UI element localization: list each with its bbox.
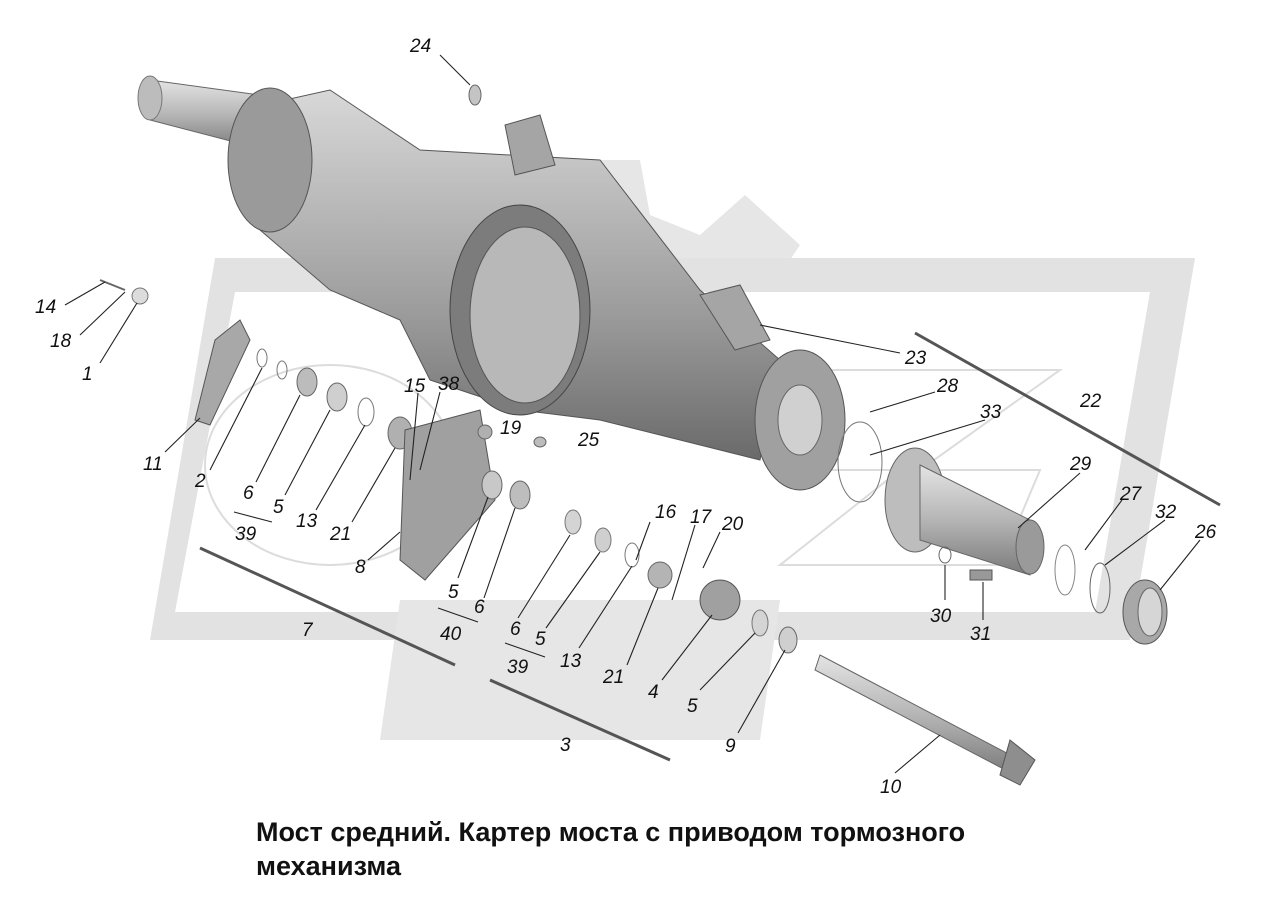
callout-13: 13 <box>560 651 582 672</box>
callout-5: 5 <box>273 497 284 518</box>
callout-30: 30 <box>930 606 952 627</box>
callout-21: 21 <box>329 524 351 545</box>
callout-5: 5 <box>448 582 459 603</box>
callout-31: 31 <box>970 624 991 645</box>
callout-4: 4 <box>648 682 659 703</box>
leader-lines <box>64 54 1201 774</box>
callout-22: 22 <box>1079 391 1102 412</box>
axle-housing <box>137 75 846 491</box>
callout-10: 10 <box>880 777 902 798</box>
callout-28: 28 <box>936 376 959 397</box>
callout-11: 11 <box>143 454 163 475</box>
callout-2: 2 <box>194 471 206 492</box>
callout-9: 9 <box>725 736 736 757</box>
callout-6: 6 <box>243 483 254 504</box>
callout-labels: 24 14 18 1 11 2 6 5 13 39 21 15 38 19 25… <box>35 36 1217 798</box>
callout-23: 23 <box>904 348 927 369</box>
callout-40: 40 <box>440 624 462 645</box>
callout-29: 29 <box>1069 454 1092 475</box>
callout-5: 5 <box>687 696 698 717</box>
callout-3: 3 <box>560 735 571 756</box>
callout-20: 20 <box>721 514 744 535</box>
diagram-caption: Мост средний. Картер моста с приводом то… <box>256 817 966 881</box>
callout-1: 1 <box>82 364 93 385</box>
callout-39: 39 <box>507 657 529 678</box>
callout-6: 6 <box>474 597 485 618</box>
callout-5: 5 <box>535 629 546 650</box>
callout-17: 17 <box>690 507 713 528</box>
callout-7: 7 <box>302 620 314 641</box>
callout-24: 24 <box>409 36 431 57</box>
callout-19: 19 <box>500 418 522 439</box>
callout-33: 33 <box>980 402 1002 423</box>
callout-27: 27 <box>1119 484 1143 505</box>
callout-18: 18 <box>50 331 72 352</box>
brake-camshaft <box>814 654 1036 786</box>
callout-6: 6 <box>510 619 521 640</box>
callout-26: 26 <box>1194 522 1217 543</box>
callout-32: 32 <box>1155 502 1177 523</box>
callout-15: 15 <box>404 376 426 397</box>
callout-16: 16 <box>655 502 677 523</box>
callout-38: 38 <box>438 374 460 395</box>
callout-39: 39 <box>235 524 257 545</box>
brake-rods <box>199 331 1221 762</box>
callout-25: 25 <box>577 430 600 451</box>
callout-14: 14 <box>35 297 56 318</box>
callout-8: 8 <box>355 557 366 578</box>
callout-21: 21 <box>602 667 624 688</box>
callout-13: 13 <box>296 511 318 532</box>
small-parts <box>99 84 1168 654</box>
